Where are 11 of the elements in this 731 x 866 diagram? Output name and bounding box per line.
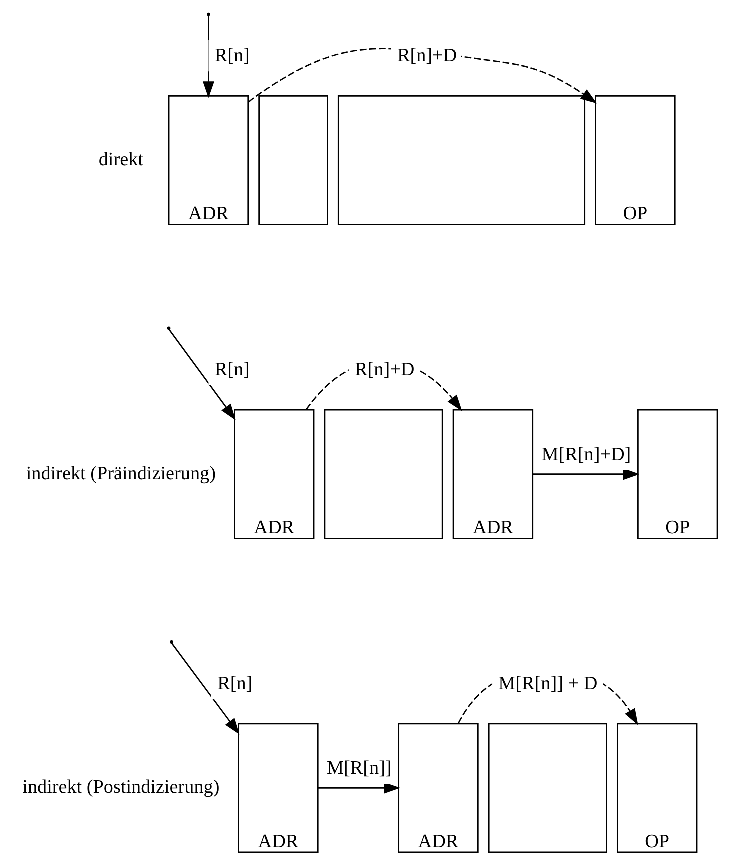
label: indirekt (Postindizierung) [22, 777, 220, 798]
label: indirekt (Präindizierung) [26, 463, 216, 484]
edge-label: R[n] [217, 673, 252, 694]
label: direkt [98, 150, 143, 171]
edge-label: M[R[n]] + D [498, 673, 598, 694]
edge-label: R[n]+D [396, 46, 457, 67]
edge-label: R[n] [214, 359, 250, 380]
edge-label: M[R[n]] [326, 758, 392, 780]
edge-label: M[R[n]+D] [541, 444, 631, 466]
edge-label: R[n]+D [354, 359, 414, 380]
edge-label: R[n] [214, 46, 250, 67]
